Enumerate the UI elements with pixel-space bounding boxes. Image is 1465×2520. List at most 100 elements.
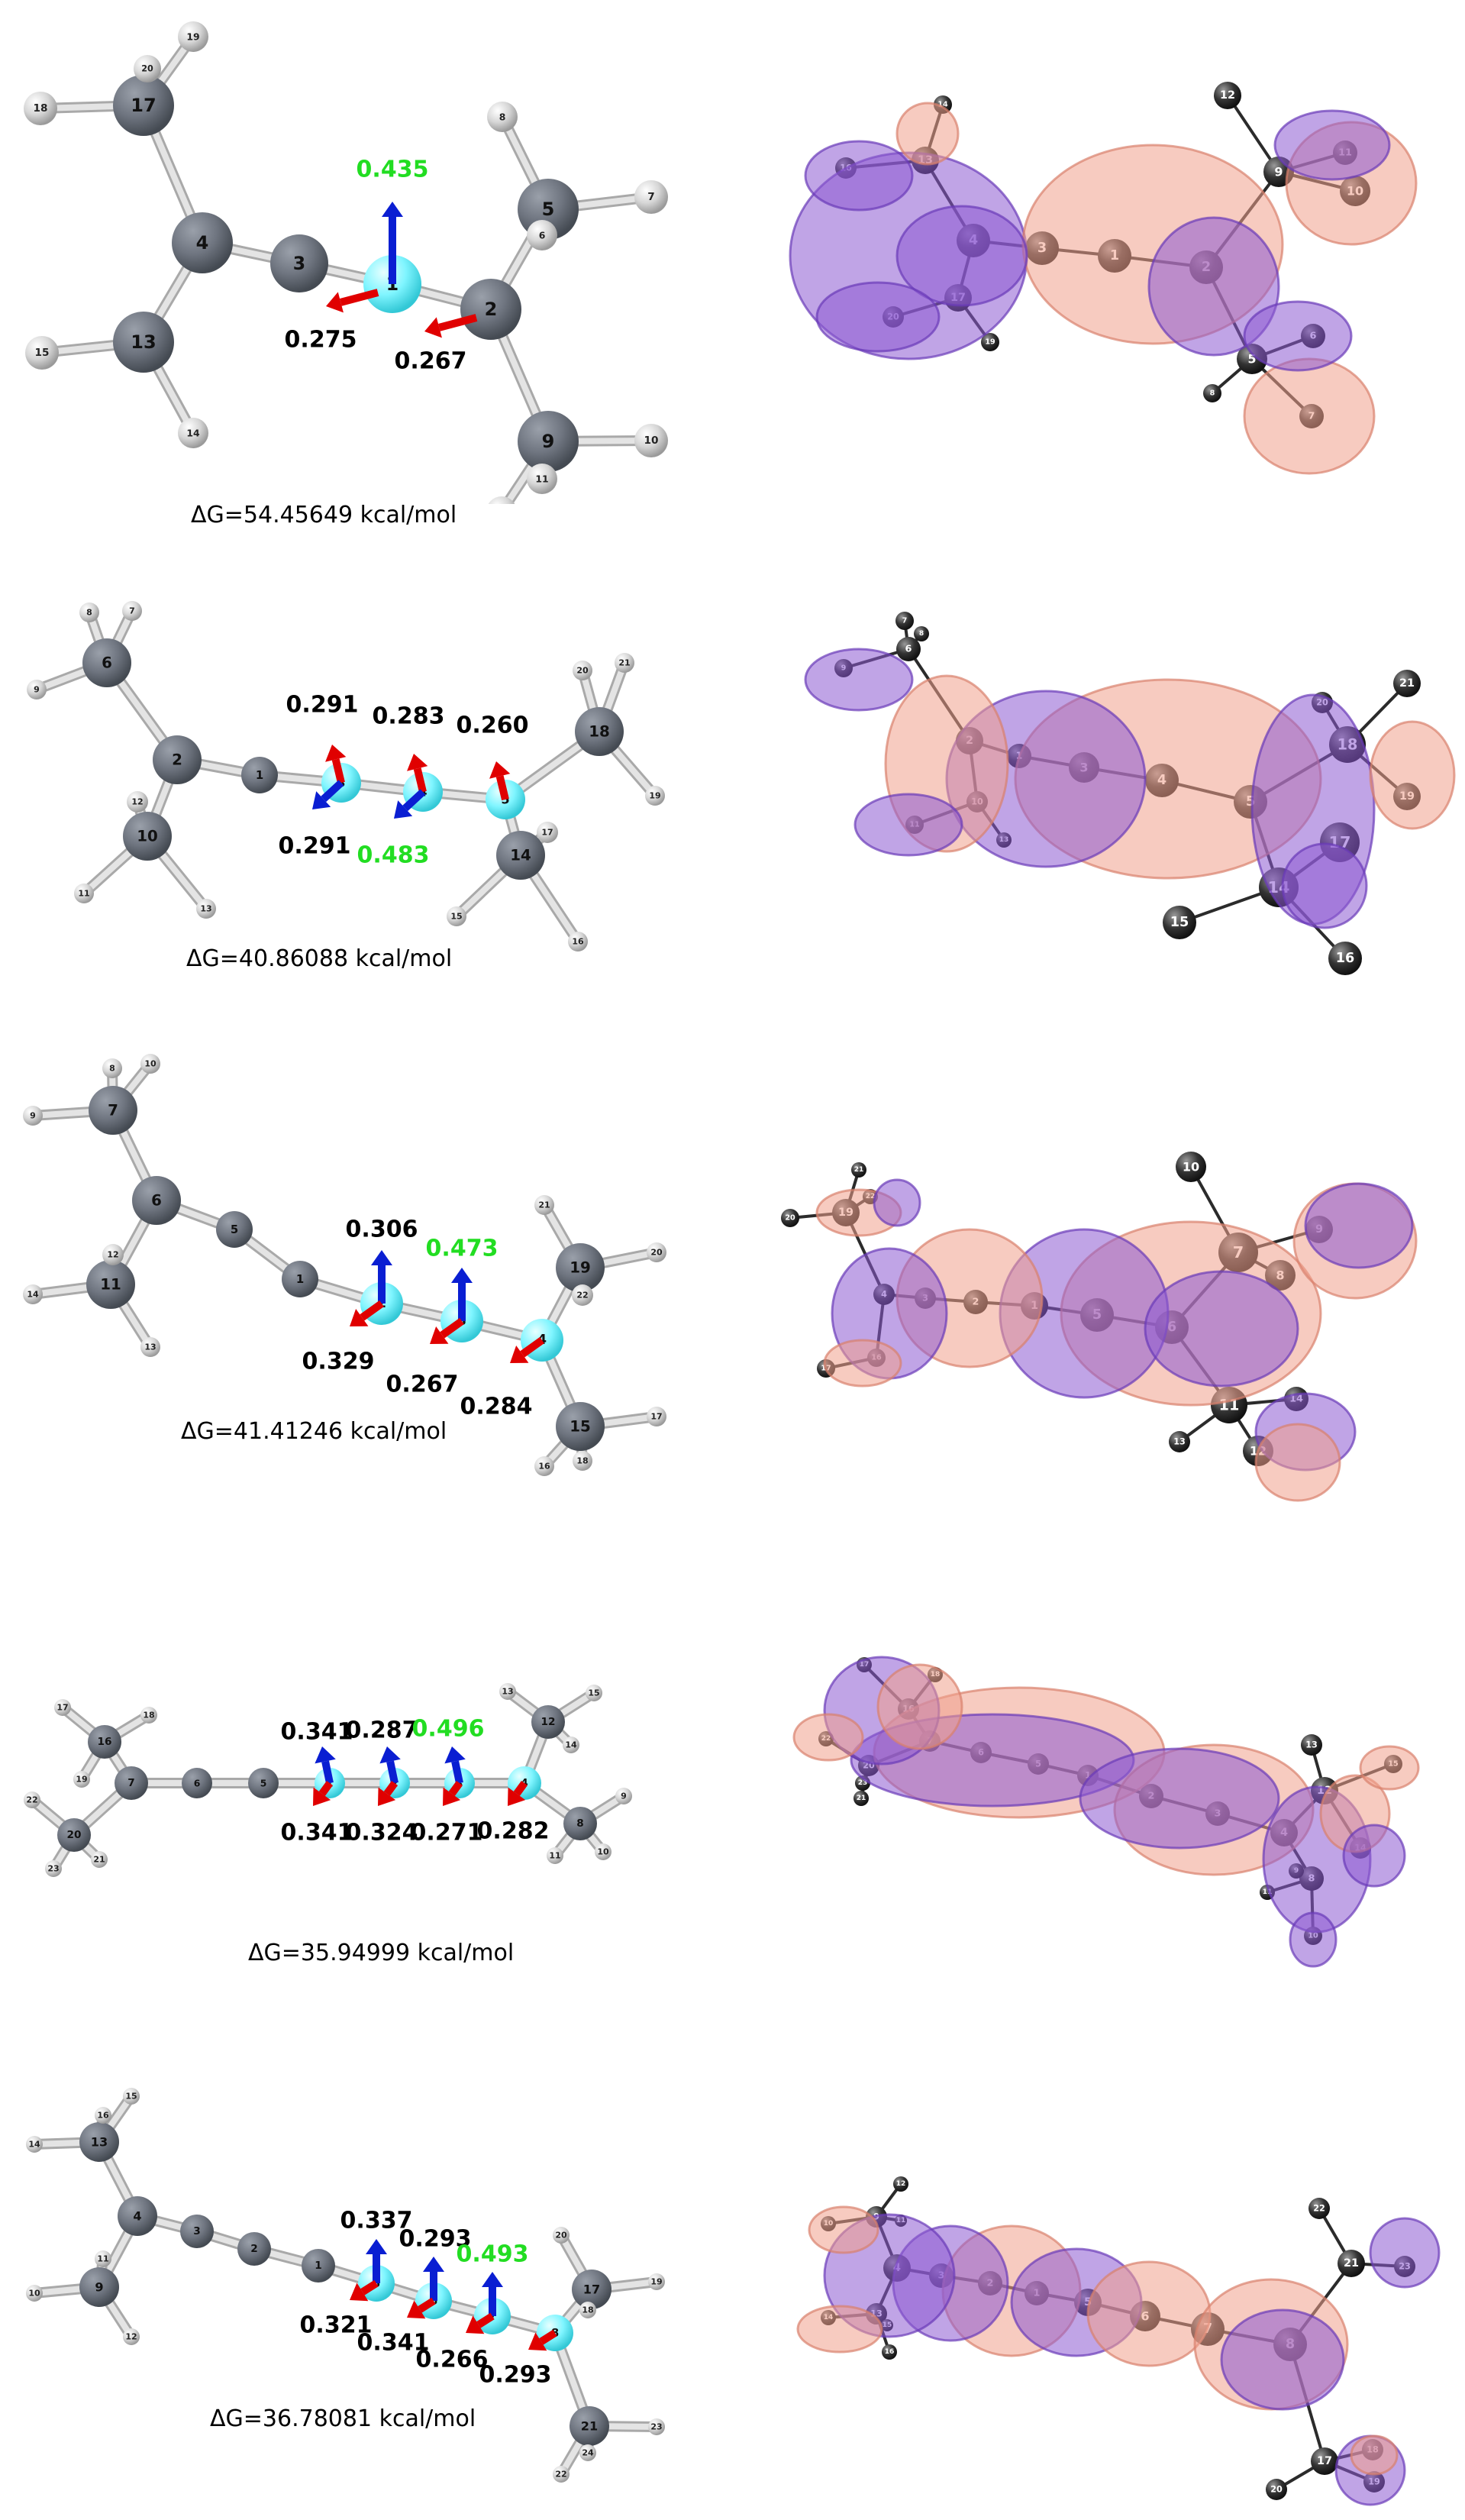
atom-hydrogen	[26, 2285, 43, 2302]
charge-arrow	[331, 758, 345, 784]
orbital-lobe-purple	[1369, 2217, 1441, 2289]
atom-hydrogen	[634, 424, 668, 457]
orbital-atom-number: 17	[1317, 2455, 1332, 2467]
charge-arrow	[539, 2329, 557, 2345]
orbital-lobe-purple	[804, 648, 914, 712]
atom-hydrogen	[74, 884, 94, 903]
orbital-lobe-peach	[1359, 1745, 1420, 1791]
orbital-lobe-purple	[1342, 1824, 1406, 1888]
atom-hydrogen	[586, 1685, 602, 1701]
orbital-atom	[882, 2344, 897, 2360]
atom-carbon	[563, 1807, 597, 1840]
orbital-atom	[1338, 2250, 1365, 2277]
atom-number: 2	[485, 299, 498, 320]
orbital-lobe-peach	[792, 1713, 864, 1762]
atom-carbon	[180, 2215, 214, 2248]
charge-value: 0.282	[477, 1818, 550, 1845]
atom-number: 17	[541, 828, 553, 838]
orbital-lobe-peach	[1243, 357, 1376, 475]
atom-number: 1	[256, 768, 263, 782]
atom-number: 8	[86, 608, 92, 618]
orbital-lobe-purple	[1304, 1182, 1414, 1269]
arrow-head	[382, 202, 403, 217]
charge-value: 0.493	[457, 2241, 529, 2268]
charge-value: 0.275	[285, 327, 357, 354]
arrow-head	[313, 1787, 331, 1806]
atom-hydrogen	[563, 1737, 579, 1753]
charge-value: 0.267	[395, 348, 467, 375]
arrow-head	[366, 2239, 387, 2254]
atom-number: 13	[131, 331, 156, 353]
atom-number: 19	[186, 31, 199, 43]
ball-and-stick-model: 123456789101112131415161718192021220.306…	[23, 1054, 666, 1476]
orbital-atom	[781, 1209, 799, 1227]
atom-number: 13	[502, 1687, 513, 1697]
atom-carbon	[88, 1725, 121, 1759]
charge-arrow	[360, 2279, 379, 2295]
atom-hydrogen	[95, 2107, 111, 2124]
orbital-lobe-peach	[876, 1663, 963, 1750]
atom-number: 15	[35, 347, 50, 359]
atom-number: 22	[576, 1291, 588, 1300]
atom-hydrogen	[648, 2418, 665, 2435]
orbital-lobe-purple	[895, 205, 1028, 307]
atom-carbon	[556, 1402, 605, 1451]
charge-value: 0.284	[460, 1394, 533, 1420]
atom-number: 15	[588, 1688, 599, 1698]
atom-number: 23	[650, 2422, 662, 2432]
atom-carbon	[57, 1818, 91, 1852]
charge-arrow	[386, 1760, 399, 1785]
atom-hydrogen	[123, 2328, 140, 2345]
charge-value: 0.341	[281, 1820, 353, 1846]
arrow-head	[528, 2332, 547, 2351]
atom-number: 18	[589, 723, 610, 741]
atom-hydrogen	[615, 653, 634, 673]
orbital-atom-number: 13	[1305, 1740, 1318, 1750]
arrow-head	[378, 1787, 396, 1806]
atom-number: 12	[541, 1716, 556, 1728]
charge-value: 0.341	[357, 2330, 430, 2357]
charge-value: 0.266	[416, 2347, 489, 2373]
arrow-head	[394, 800, 413, 819]
orbital-atom-number: 8	[1210, 389, 1215, 398]
atom-number: 17	[131, 95, 156, 116]
atom-number: 21	[618, 658, 630, 668]
orbital-bond	[1226, 94, 1280, 173]
atom-number: 6	[539, 230, 546, 241]
atom-number: 17	[583, 2283, 600, 2297]
atom-hydrogen	[572, 1284, 593, 1306]
charge-arrow	[513, 1781, 528, 1796]
atom-carbon	[182, 1768, 212, 1798]
atom-hydrogen	[102, 1058, 122, 1078]
orbital-atom-number: 21	[857, 1795, 866, 1802]
atom-number: 5	[542, 199, 555, 220]
orbital-lobe-purple	[1220, 2308, 1345, 2411]
atom-number: 4	[133, 2209, 141, 2224]
molecule-diagram-1: 123456789101112131415171819200.4350.2750…	[24, 21, 1418, 504]
charge-value: 0.337	[340, 2208, 413, 2234]
atom-number: 16	[572, 937, 584, 947]
orbital-lobe-peach	[808, 2205, 879, 2254]
atom-number: 18	[576, 1456, 588, 1466]
delta-g-label: ΔG=35.94999 kcal/mol	[248, 1940, 515, 1966]
molecule-diagram-3: 123456789101112131415161718192021220.306…	[23, 1054, 1418, 1502]
charge-arrow	[321, 780, 344, 803]
orbital-lobe-peach	[796, 2305, 883, 2354]
delta-g-label: ΔG=36.78081 kcal/mol	[210, 2405, 476, 2432]
atom-number: 9	[542, 431, 555, 452]
atom-hydrogen	[25, 336, 59, 370]
charge-arrow	[318, 1781, 334, 1796]
charge-value: 0.287	[346, 1717, 418, 1744]
arrow-head	[466, 2315, 485, 2334]
molecule-diagram-4: 12345678910111213141516171819202122230.3…	[24, 1656, 1420, 1968]
orbital-isosurface: 1234567891011121314161719202122	[781, 1152, 1418, 1502]
atom-carbon	[572, 2270, 611, 2309]
atom-carbon	[282, 1261, 318, 1297]
atom-hydrogen	[123, 2088, 140, 2105]
arrow-head	[424, 317, 442, 338]
atom-number: 7	[647, 191, 654, 203]
atom-number: 11	[549, 1851, 560, 1861]
orbital-atom-number: 16	[885, 2348, 895, 2356]
orbital-atom-number: 8	[919, 630, 924, 638]
atom-number: 1	[296, 1272, 304, 1286]
